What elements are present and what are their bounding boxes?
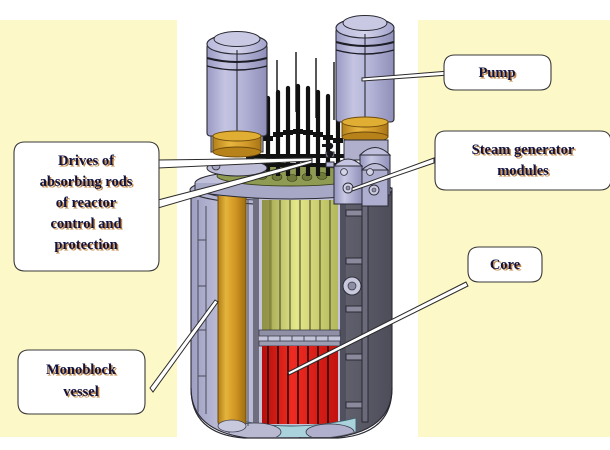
pump-right-top-boss (342, 15, 388, 31)
callout-core-label: Core (490, 257, 521, 273)
vessel-internal-ribs (197, 200, 249, 426)
callout-monoblock-line2: vessel (63, 384, 98, 400)
callout-drives-of-absorbing-rods[interactable]: Drives of Drives of absorbing rods absor… (13, 141, 160, 272)
fuel-upper-shade (262, 200, 272, 330)
reactor-core (262, 346, 338, 424)
callout-sg-line1: Steam generator (472, 142, 575, 158)
pump-right-collar-top (341, 116, 389, 128)
callout-drives-line2-shadow: absorbing rods (41, 176, 134, 192)
leader-line-core (287, 281, 469, 376)
callout-core[interactable]: Core Core (467, 246, 543, 283)
riser-column-base (217, 419, 247, 433)
fuel-assembly-upper (262, 200, 338, 330)
callout-drives-line3-shadow: of reactor (57, 197, 118, 213)
vessel-internals (197, 196, 369, 437)
pump-left-collar-top (212, 130, 262, 142)
callout-core-box (467, 246, 543, 283)
nozzle-port-bore (347, 281, 357, 291)
callout-pump-label: Pump (478, 65, 515, 81)
callout-pump-label-shadow: Pump (480, 67, 517, 83)
leader-line-monoblock-vessel (149, 299, 219, 393)
core-barrel-right (340, 196, 346, 432)
callout-drives-line4-shadow: control and (52, 218, 123, 234)
core-grid-plate (258, 329, 341, 347)
pump-cylinder-right (335, 15, 395, 161)
callout-pump[interactable]: Pump Pump (443, 54, 552, 91)
callout-drives-line3: of reactor (56, 195, 117, 211)
callout-drives-line1-shadow: Drives of (60, 155, 116, 171)
callout-drives-line5-shadow: protection (56, 239, 119, 255)
callout-sg-line1-shadow: Steam generator (473, 144, 576, 160)
steam-generator-dome-left (332, 158, 364, 167)
callout-monoblock-box (17, 349, 146, 415)
callout-drives-box (13, 141, 160, 272)
callout-drives-line4: control and (50, 216, 121, 232)
callout-drives-line2: absorbing rods (40, 174, 133, 190)
callout-sg-line2: modules (497, 163, 549, 179)
callout-sg-line2-shadow: modules (499, 165, 551, 181)
callout-steam-generator-modules[interactable]: Steam generator Steam generator modules … (434, 130, 610, 191)
callout-steam-generator-box (434, 130, 610, 191)
steam-generator-dome-back (358, 147, 392, 156)
callout-drives-line5: protection (54, 237, 117, 253)
pump-left-collar-bottom (212, 146, 262, 158)
callout-core-label-shadow: Core (491, 259, 522, 275)
callout-pump-box (443, 54, 552, 91)
callout-monoblock-vessel[interactable]: Monoblock Monoblock vessel vessel (17, 349, 146, 415)
pump-left-top-boss (213, 31, 261, 47)
vessel-bottom-head (190, 387, 393, 439)
leader-line-steam-generator (351, 157, 435, 192)
core-block (262, 346, 338, 424)
instrument-cluster (322, 142, 334, 158)
callout-drives-line1: Drives of (58, 153, 114, 169)
core-barrel-left (253, 196, 259, 432)
callout-monoblock-line1: Monoblock (46, 362, 117, 378)
callout-monoblock-line1-shadow: Monoblock (47, 364, 118, 380)
callout-monoblock-line2-shadow: vessel (65, 386, 100, 402)
steam-generator-dome-right (360, 163, 390, 171)
